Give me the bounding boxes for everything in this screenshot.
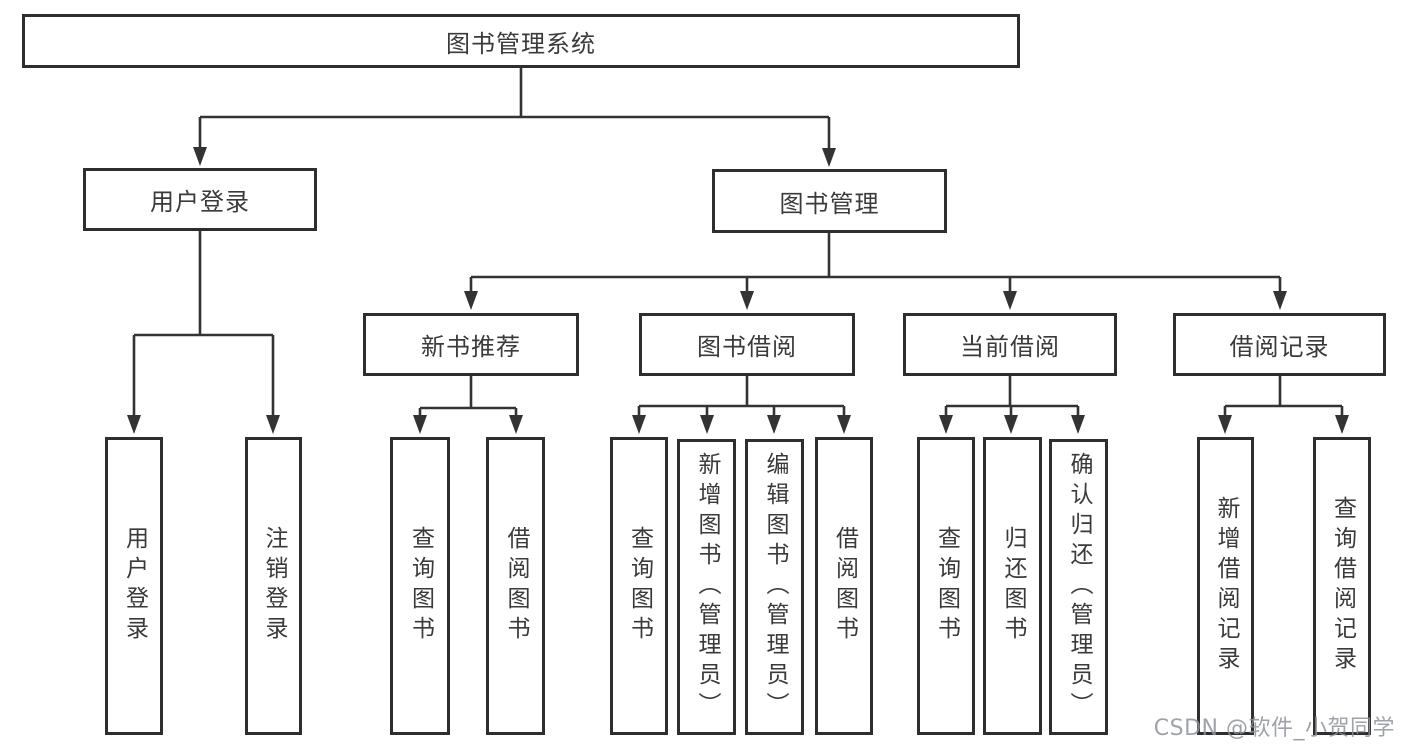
node-book-management: 图书管理: [712, 169, 947, 233]
leaf-cb-return-book-label: 归还图书: [1000, 526, 1026, 646]
leaf-br-add-record: 新增借阅记录: [1197, 437, 1254, 735]
leaf-cb-query-book: 查询图书: [917, 437, 975, 735]
leaf-bb-edit-book-label: 编辑图书（管理员）: [762, 452, 788, 722]
leaf-cb-query-book-label: 查询图书: [933, 526, 960, 646]
node-root: 图书管理系统: [22, 14, 1020, 68]
node-borrowing-records: 借阅记录: [1173, 313, 1386, 376]
leaf-user-login: 用户登录: [105, 437, 163, 735]
node-root-label: 图书管理系统: [446, 29, 596, 58]
node-book-management-label: 图书管理: [779, 189, 880, 218]
leaf-bb-add-book: 新增图书（管理员）: [677, 439, 736, 735]
node-borrowing-records-label: 借阅记录: [1229, 333, 1330, 361]
csdn-watermark: CSDN @软件_小贺同学: [1153, 716, 1395, 741]
leaf-rec-borrow-book-label: 借阅图书: [503, 526, 529, 646]
node-book-borrowing-label: 图书借阅: [697, 333, 797, 361]
node-user-login: 用户登录: [83, 168, 317, 231]
leaf-cb-return-book: 归还图书: [983, 437, 1042, 735]
node-user-login-label: 用户登录: [150, 188, 250, 216]
leaf-bb-borrow-book: 借阅图书: [815, 437, 873, 735]
node-new-book-recommendation: 新书推荐: [363, 313, 579, 376]
leaf-rec-query-book-label: 查询图书: [407, 526, 434, 646]
leaf-user-login-label: 用户登录: [121, 526, 148, 646]
node-current-borrowing: 当前借阅: [903, 313, 1117, 376]
leaf-logout-label: 注销登录: [261, 526, 287, 646]
leaf-bb-borrow-book-label: 借阅图书: [831, 526, 858, 646]
leaf-br-query-record-label: 查询借阅记录: [1329, 496, 1356, 676]
leaf-cb-confirm-return: 确认归还（管理员）: [1049, 439, 1108, 735]
leaf-rec-query-book: 查询图书: [390, 437, 450, 735]
node-new-book-recommendation-label: 新书推荐: [421, 333, 521, 361]
leaf-bb-query-book-label: 查询图书: [626, 526, 653, 646]
leaf-bb-add-book-label: 新增图书（管理员）: [694, 452, 720, 722]
leaf-bb-query-book: 查询图书: [610, 437, 668, 735]
leaf-logout: 注销登录: [245, 437, 302, 735]
leaf-cb-confirm-return-label: 确认归还（管理员）: [1066, 452, 1092, 722]
node-book-borrowing: 图书借阅: [639, 313, 855, 376]
node-current-borrowing-label: 当前借阅: [960, 333, 1060, 361]
leaf-br-query-record: 查询借阅记录: [1313, 437, 1371, 735]
leaf-br-add-record-label: 新增借阅记录: [1213, 496, 1239, 676]
leaf-bb-edit-book: 编辑图书（管理员）: [745, 439, 804, 735]
leaf-rec-borrow-book: 借阅图书: [486, 437, 545, 735]
